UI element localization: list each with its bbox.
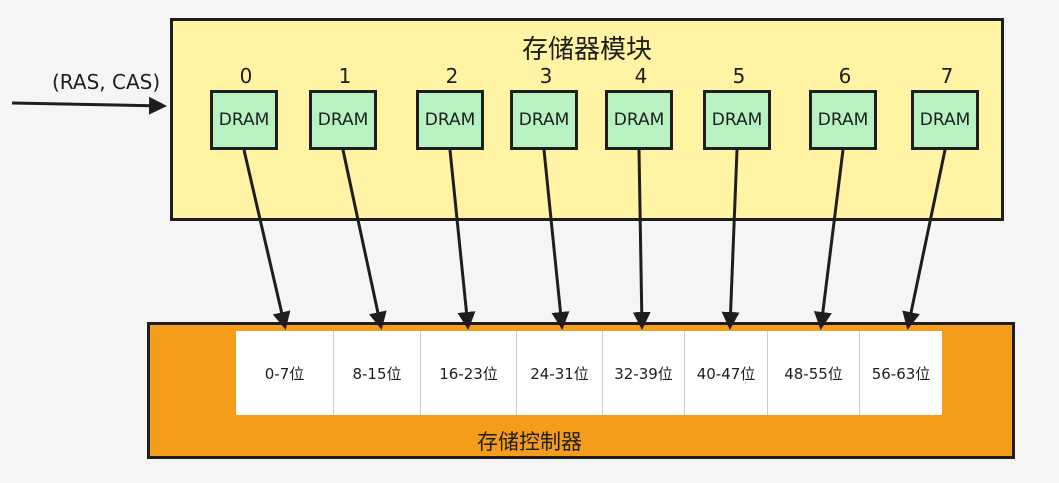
dram-chip-3: DRAM [510,90,578,150]
dram-chip-2: DRAM [416,90,484,150]
chip-index-5: 5 [732,64,746,88]
bit-cell-2: 16-23位 [421,331,517,415]
chip-0-arrow [242,149,291,330]
chip-index-7: 7 [940,64,954,88]
chip-index-3: 3 [539,64,553,88]
controller-label: 存储控制器 [477,430,582,454]
bit-cell-6: 48-55位 [768,331,860,415]
bit-cell-3: 24-31位 [517,331,603,415]
dram-chip-5: DRAM [703,90,771,150]
chip-1-arrow [341,149,387,330]
chip-4-arrow [632,149,651,330]
chip-7-arrow [902,149,947,330]
chip-index-6: 6 [838,64,852,88]
bit-cell-7: 56-63位 [860,331,942,415]
dram-chip-6: DRAM [809,90,877,150]
bit-cell-row: 0-7位 8-15位 16-23位 24-31位 32-39位 40-47位 4… [236,331,942,415]
chip-index-1: 1 [338,64,352,88]
dram-chip-1: DRAM [309,90,377,150]
chip-2-arrow [448,149,476,330]
chip-3-arrow [542,149,570,330]
module-title: 存储器模块 [521,35,652,65]
bit-cell-0: 0-7位 [236,331,334,415]
dram-chip-7: DRAM [911,90,979,150]
chip-index-4: 4 [634,64,648,88]
input-arrow [11,96,167,115]
ras-cas-label: (RAS, CAS) [52,70,161,94]
bit-cell-5: 40-47位 [685,331,768,415]
dram-chip-0: DRAM [210,90,278,150]
chip-index-2: 2 [445,64,459,88]
chip-index-0: 0 [239,64,253,88]
chip-6-arrow [813,149,845,330]
bit-cell-1: 8-15位 [334,331,421,415]
bit-cell-4: 32-39位 [603,331,685,415]
chip-5-arrow [721,149,740,330]
dram-chip-4: DRAM [605,90,673,150]
